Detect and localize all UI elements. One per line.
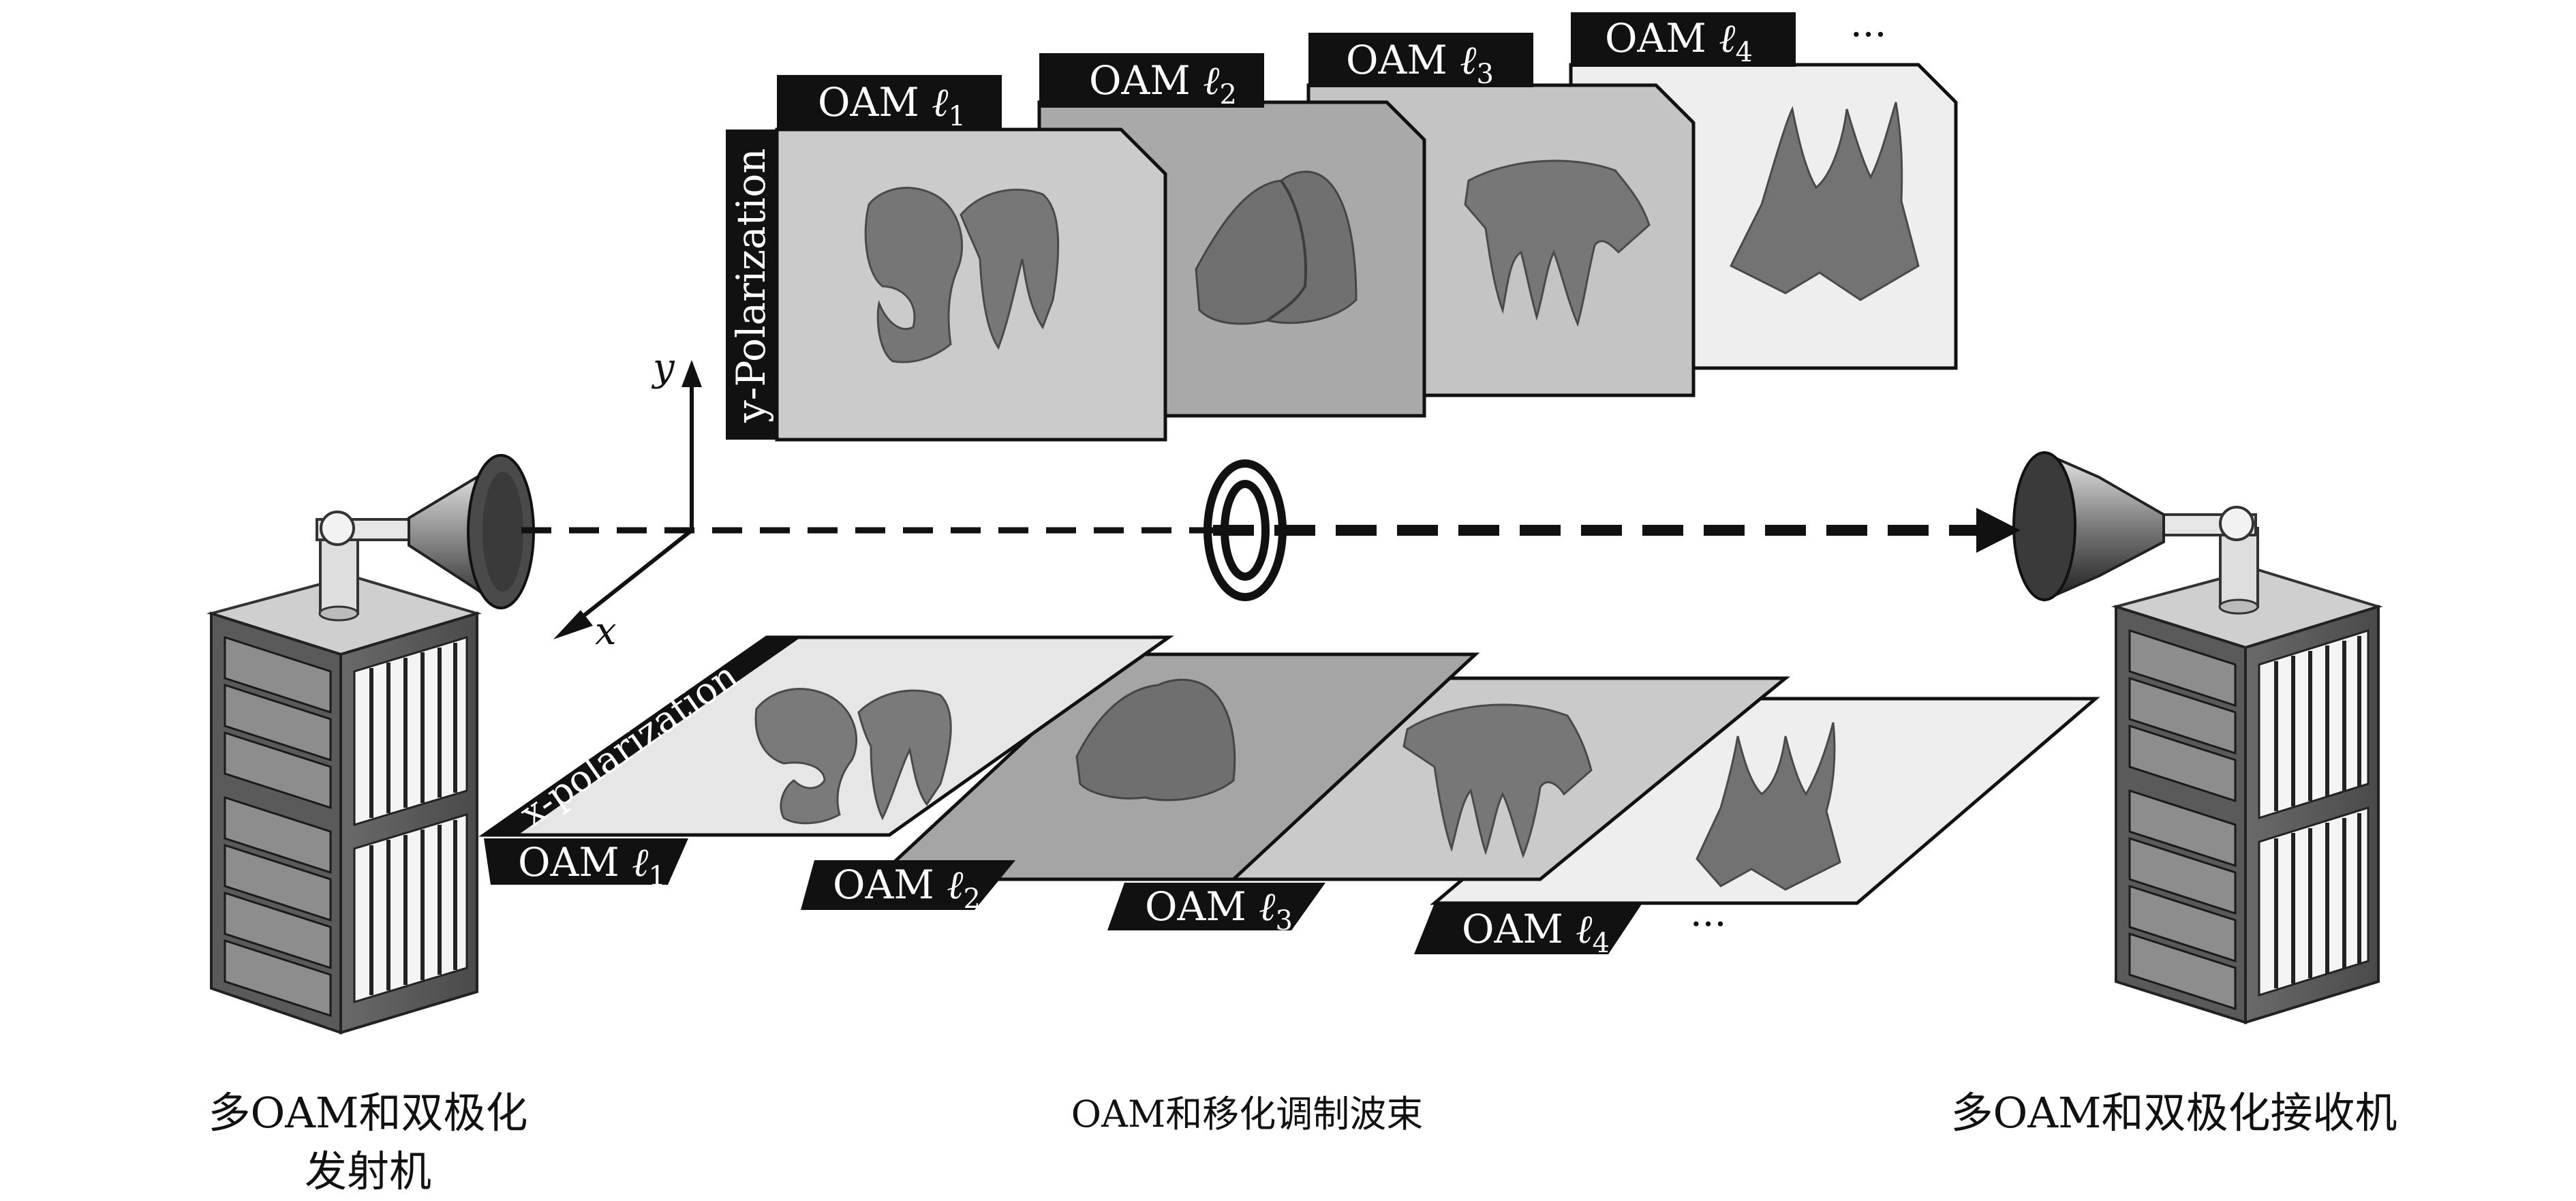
beam-arrowhead [1976, 508, 2021, 553]
receiver-caption: 多OAM和双极化接收机 [1950, 1088, 2397, 1138]
svg-text:OAM ℓ1: OAM ℓ1 [518, 839, 666, 892]
y-polarization-label: y-Polarization [728, 148, 774, 423]
svg-text:OAM ℓ2: OAM ℓ2 [1089, 57, 1237, 110]
transmitter-server [206, 574, 482, 1035]
svg-text:OAM ℓ1: OAM ℓ1 [818, 79, 966, 132]
beam-caption: OAM和移化调制波束 [1071, 1093, 1424, 1136]
svg-text:OAM ℓ4: OAM ℓ4 [1605, 15, 1753, 68]
svg-text:OAM ℓ2: OAM ℓ2 [833, 862, 981, 915]
transmitter-caption-line2: 发射机 [304, 1146, 431, 1196]
y-panel-oam-1 [775, 127, 1167, 442]
y-tag-4: OAM ℓ4 [1571, 12, 1796, 68]
svg-text:OAM ℓ3: OAM ℓ3 [1346, 37, 1494, 90]
y-tag-2: OAM ℓ2 [1039, 53, 1264, 110]
coordinate-axes [553, 360, 702, 639]
y-axis-label: y [651, 346, 675, 390]
y-tag-1: OAM ℓ1 [777, 75, 1002, 132]
y-polarization-label-bg [726, 130, 777, 440]
receiver-server [2111, 567, 2383, 1024]
transmitter-horn-antenna [316, 454, 535, 622]
x-tag-4: OAM ℓ4 [1414, 903, 1642, 959]
x-panel-oam-4 [1430, 697, 2100, 905]
transmitter-caption-line1: 多OAM和双极化 [208, 1088, 528, 1138]
y-tag-3: OAM ℓ3 [1308, 33, 1533, 90]
x-axis-label: x [595, 609, 617, 654]
x-tag-3: OAM ℓ3 [1107, 883, 1325, 937]
x-tag-1: OAM ℓ1 [484, 838, 688, 892]
y-more-ellipsis: ··· [1850, 13, 1886, 57]
oam-ring-symbol [1203, 459, 1287, 601]
x-panel-oam-2 [871, 652, 1480, 881]
beam-path [521, 508, 2021, 553]
svg-text:OAM ℓ3: OAM ℓ3 [1145, 883, 1293, 937]
x-tag-2: OAM ℓ2 [801, 860, 1015, 915]
x-polarization-label-bg [484, 637, 801, 835]
svg-text:OAM ℓ4: OAM ℓ4 [1462, 906, 1610, 959]
x-more-ellipsis: ··· [1690, 902, 1726, 947]
transmitter-caption: 多OAM和双极化 发射机 [177, 1084, 559, 1201]
receiver-horn-antenna [2012, 451, 2259, 615]
x-panel-oam-1 [478, 635, 1174, 837]
